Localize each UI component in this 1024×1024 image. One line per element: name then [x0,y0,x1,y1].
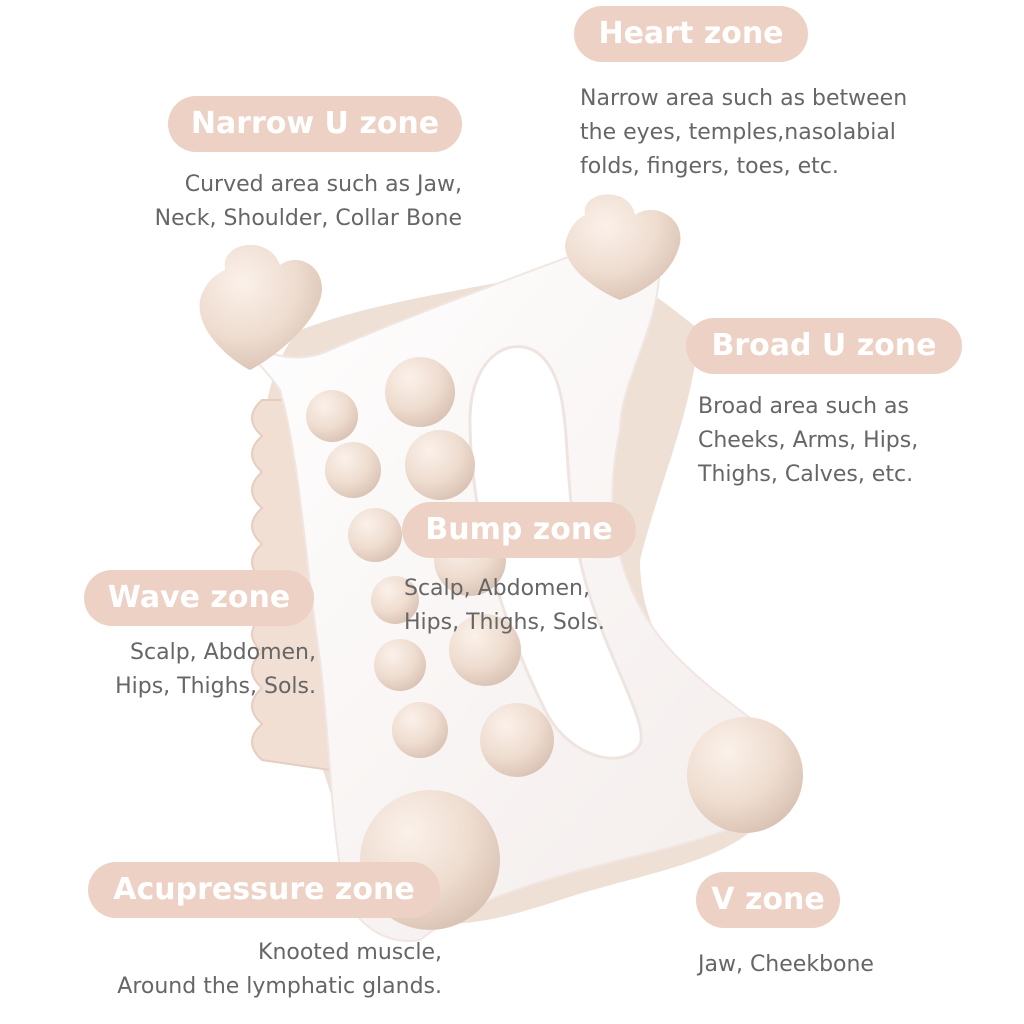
broad-u-zone-line-1: Broad area such as [698,394,909,419]
narrow-u-zone-description: Curved area such as Jaw, Neck, Shoulder,… [155,168,462,236]
broad-u-zone-label: Broad U zone [686,318,962,374]
acupressure-zone-label: Acupressure zone [88,862,440,918]
wave-zone-description: Scalp, Abdomen, Hips, Thighs, Sols. [115,636,316,704]
heart-nub-left [199,244,322,370]
broad-u-zone-description: Broad area such as Cheeks, Arms, Hips, T… [698,390,918,492]
broad-u-zone-line-3: Thighs, Calves, etc. [698,462,914,487]
heart-nub-right [565,194,681,300]
narrow-u-zone-label: Narrow U zone [168,96,462,152]
acupressure-zone-line-2: Around the lymphatic glands. [117,974,442,999]
bump-nodes [306,357,554,777]
acupressure-zone-line-1: Knooted muscle, [258,940,442,965]
bump-zone-label: Bump zone [402,502,636,558]
broad-u-zone-line-2: Cheeks, Arms, Hips, [698,428,919,453]
acupressure-zone-description: Knooted muscle, Around the lymphatic gla… [117,936,442,1004]
v-zone-node [687,717,803,833]
v-zone-line-1: Jaw, Cheekbone [698,952,874,977]
heart-zone-description: Narrow area such as between the eyes, te… [580,82,907,184]
wave-zone-line-1: Scalp, Abdomen, [130,640,316,665]
narrow-u-zone-line-1: Curved area such as Jaw, [184,172,462,197]
bump-zone-description: Scalp, Abdomen, Hips, Thighs, Sols. [404,572,605,640]
heart-zone-line-3: folds, fingers, toes, etc. [580,154,839,179]
bump-zone-line-2: Hips, Thighs, Sols. [404,610,605,635]
heart-zone-line-1: Narrow area such as between [580,86,908,111]
wave-zone-label: Wave zone [84,570,314,626]
v-zone-description: Jaw, Cheekbone [698,948,874,982]
heart-zone-label: Heart zone [574,6,808,62]
wave-zone-line-2: Hips, Thighs, Sols. [115,674,316,699]
v-zone-label: V zone [696,872,840,928]
bump-zone-line-1: Scalp, Abdomen, [404,576,590,601]
narrow-u-zone-line-2: Neck, Shoulder, Collar Bone [154,206,462,231]
heart-zone-line-2: the eyes, temples,nasolabial [580,120,896,145]
